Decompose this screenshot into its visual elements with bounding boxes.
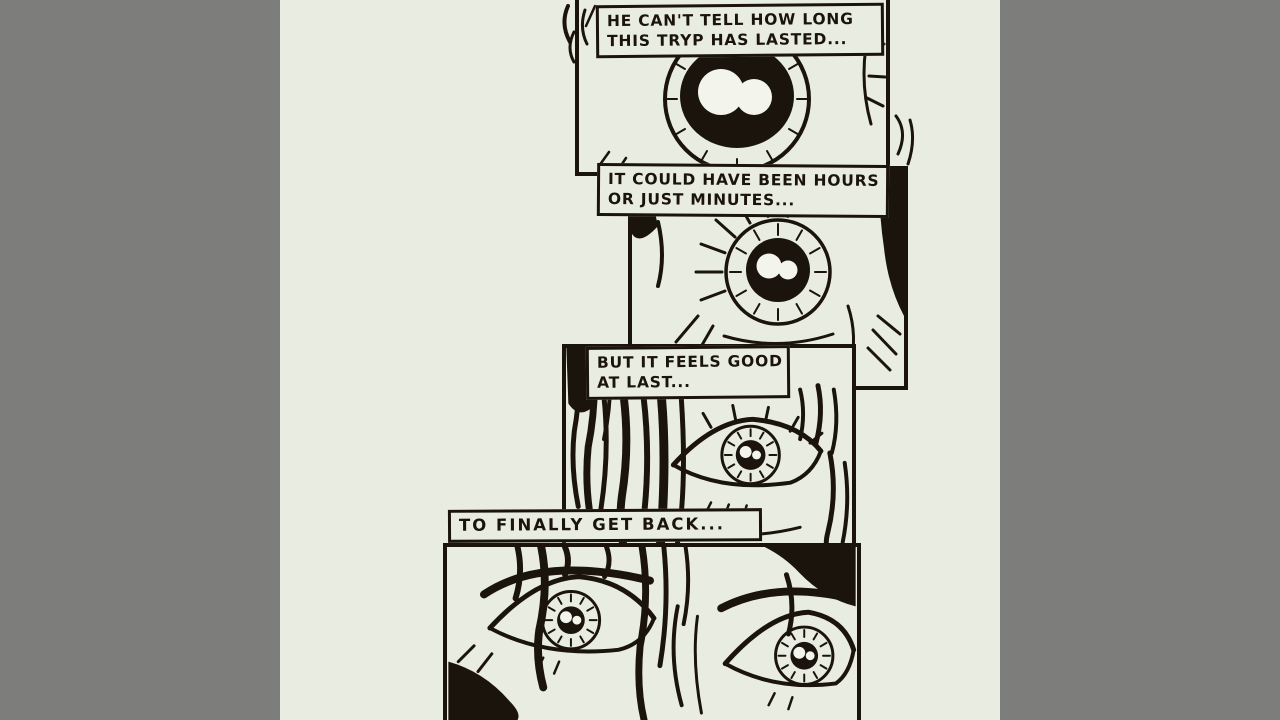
caption-box-3: BUT IT FEELS GOOD AT LAST... (585, 345, 791, 400)
comic-panel-4 (443, 543, 861, 720)
caption-3-line-1: BUT IT FEELS GOOD (596, 352, 783, 372)
caption-2-line-1: IT COULD HAVE BEEN HOURS (608, 170, 880, 190)
stray-ink-marks-right (894, 114, 915, 166)
eyes-artwork-panel-4 (448, 547, 857, 720)
caption-3-line-2: AT LAST... (597, 372, 691, 392)
caption-2-line-2: OR JUST MINUTES... (607, 190, 796, 210)
caption-4-line-1: TO FINALLY GET BACK... (458, 514, 726, 535)
stray-ink-marks-top (562, 4, 576, 64)
caption-1-line-1: HE CAN'T TELL HOW LONG (606, 10, 854, 31)
caption-1-line-2: THIS TRYP HAS LASTED... (607, 30, 848, 51)
eye-artwork-panel-1 (580, 4, 886, 172)
caption-box-2: IT COULD HAVE BEEN HOURS OR JUST MINUTES… (596, 162, 890, 219)
caption-box-1: HE CAN'T TELL HOW LONG THIS TRYP HAS LAS… (595, 2, 885, 59)
caption-box-4: TO FINALLY GET BACK... (447, 508, 763, 543)
